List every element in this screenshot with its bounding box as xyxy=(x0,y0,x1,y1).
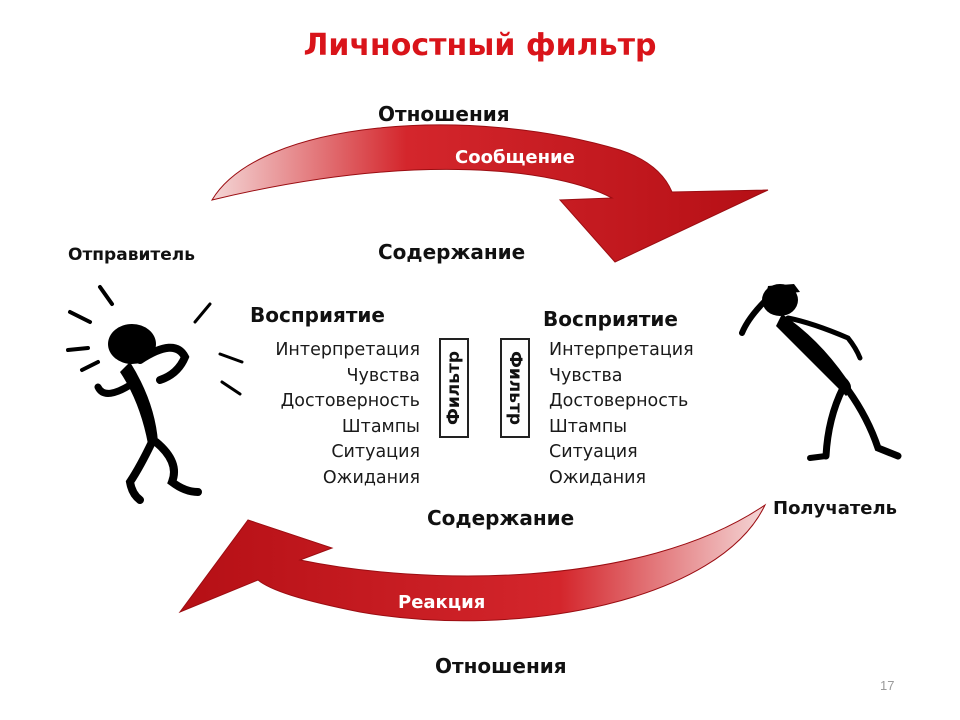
top-content-label: Содержание xyxy=(378,240,526,264)
receiver-stick-figure xyxy=(739,284,902,461)
list-item: Штампы xyxy=(341,416,420,437)
bottom-relations-label: Отношения xyxy=(435,654,567,678)
page-number: 17 xyxy=(880,678,895,693)
filter-label: Фильтр xyxy=(444,351,464,425)
list-item: Ожидания xyxy=(549,467,647,488)
sender-label: Отправитель xyxy=(68,245,195,265)
list-item: Чувства xyxy=(346,365,420,386)
list-item: Достоверность xyxy=(280,391,420,411)
sender-perception-list: Интерпретация Чувства Достоверность Штам… xyxy=(275,338,420,491)
message-label: Сообщение xyxy=(455,147,575,168)
receiver-label: Получатель xyxy=(773,498,898,519)
sender-filter-box: Фильтр xyxy=(439,338,469,438)
receiver-perception-list: Интерпретация Чувства Достоверность Штам… xyxy=(549,338,694,491)
list-item: Штампы xyxy=(549,416,628,437)
list-item: Интерпретация xyxy=(549,340,694,360)
list-item: Интерпретация xyxy=(275,340,420,360)
list-item: Ситуация xyxy=(549,442,638,462)
receiver-perception-heading: Восприятие xyxy=(543,307,678,331)
filter-label: Фильтр xyxy=(505,351,525,425)
list-item: Ожидания xyxy=(322,467,420,488)
receiver-filter-box: Фильтр xyxy=(500,338,530,438)
reaction-label: Реакция xyxy=(398,592,486,613)
sender-stick-figure xyxy=(66,285,244,504)
list-item: Чувства xyxy=(549,365,623,386)
bottom-content-label: Содержание xyxy=(427,506,575,530)
top-relations-label: Отношения xyxy=(378,102,510,126)
list-item: Достоверность xyxy=(549,391,689,411)
sender-perception-heading: Восприятие xyxy=(250,303,385,327)
list-item: Ситуация xyxy=(331,442,420,462)
slide-title: Личностный фильтр xyxy=(303,28,657,63)
